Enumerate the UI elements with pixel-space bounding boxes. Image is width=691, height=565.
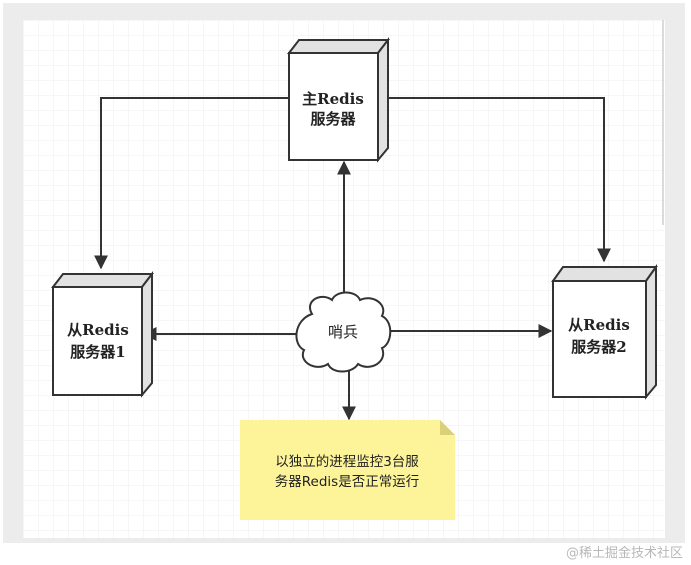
slave1-label-line1: 从Redis [67, 321, 129, 339]
sentinel-label: 哨兵 [328, 323, 358, 341]
watermark: @稀土掘金技术社区 [565, 546, 683, 561]
slave2-label-line2: 服务器2 [571, 338, 626, 356]
edge-master-slave2 [378, 97, 611, 263]
master-server-node[interactable]: 主Redis 服务器 [286, 37, 391, 163]
sentinel-node[interactable]: 哨兵 [295, 291, 392, 373]
master-label-line2: 服务器 [310, 110, 356, 128]
note-node[interactable]: 以独立的进程监控3台服 务器Redis是否正常运行 [240, 420, 455, 520]
slave2-label-line1: 从Redis [568, 316, 630, 334]
slave2-server-node[interactable]: 从Redis 服务器2 [551, 263, 658, 400]
edge-master-slave1 [94, 97, 289, 270]
master-label-line1: 主Redis [302, 90, 364, 108]
note-line2: 务器Redis是否正常运行 [275, 474, 419, 490]
cloud-shape [295, 291, 392, 373]
note-line1: 以独立的进程监控3台服 [275, 454, 419, 470]
slave1-label-line2: 服务器1 [70, 343, 125, 361]
slave1-server-node[interactable]: 从Redis 服务器1 [50, 271, 155, 398]
